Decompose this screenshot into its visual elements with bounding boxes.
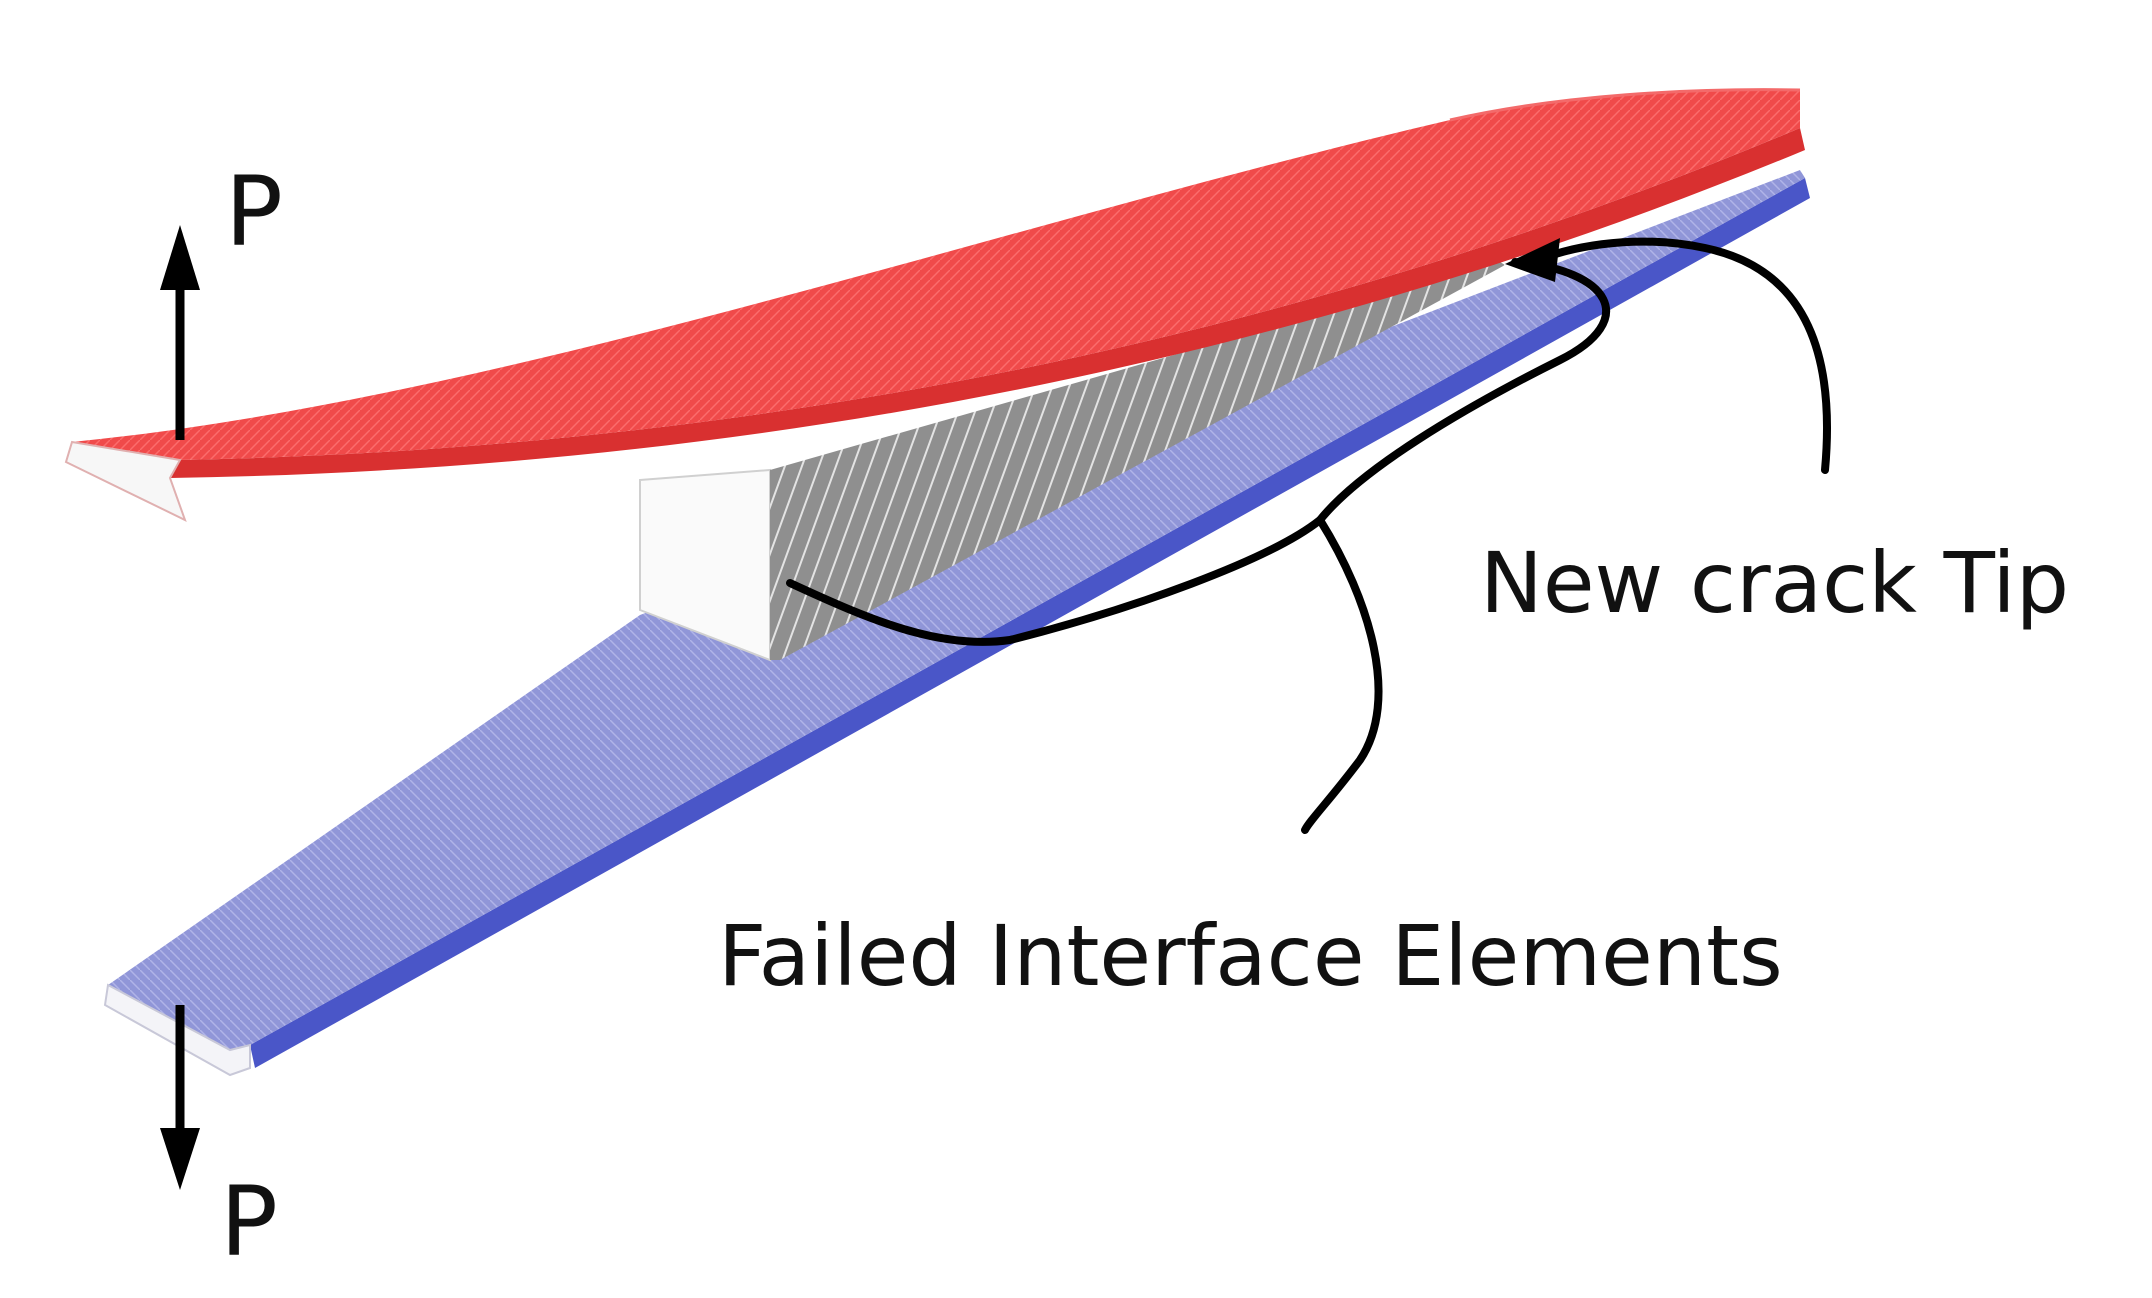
arrow-down-icon — [160, 1005, 200, 1190]
load-label-bottom: P — [220, 1166, 278, 1278]
load-label-top: P — [225, 156, 283, 268]
failed-elements-leader — [1301, 516, 1383, 834]
crack-tip-label: New crack Tip — [1480, 534, 2069, 632]
upper-arm-top — [72, 89, 1800, 460]
upper-arm — [64, 88, 1805, 522]
arrow-up-icon — [160, 225, 200, 440]
leader-lines — [786, 237, 1831, 834]
failed-elements-label: Failed Interface Elements — [718, 907, 1783, 1005]
upper-arm-far-edge — [1449, 88, 1801, 122]
crack-tip-leader — [1536, 237, 1831, 474]
failed-interface-elements — [639, 262, 1505, 662]
lower-arm-side — [250, 178, 1810, 1068]
upper-arm-end — [64, 440, 187, 522]
lower-arm-top — [108, 170, 1805, 1050]
interface-hatched-wedge — [770, 262, 1505, 660]
